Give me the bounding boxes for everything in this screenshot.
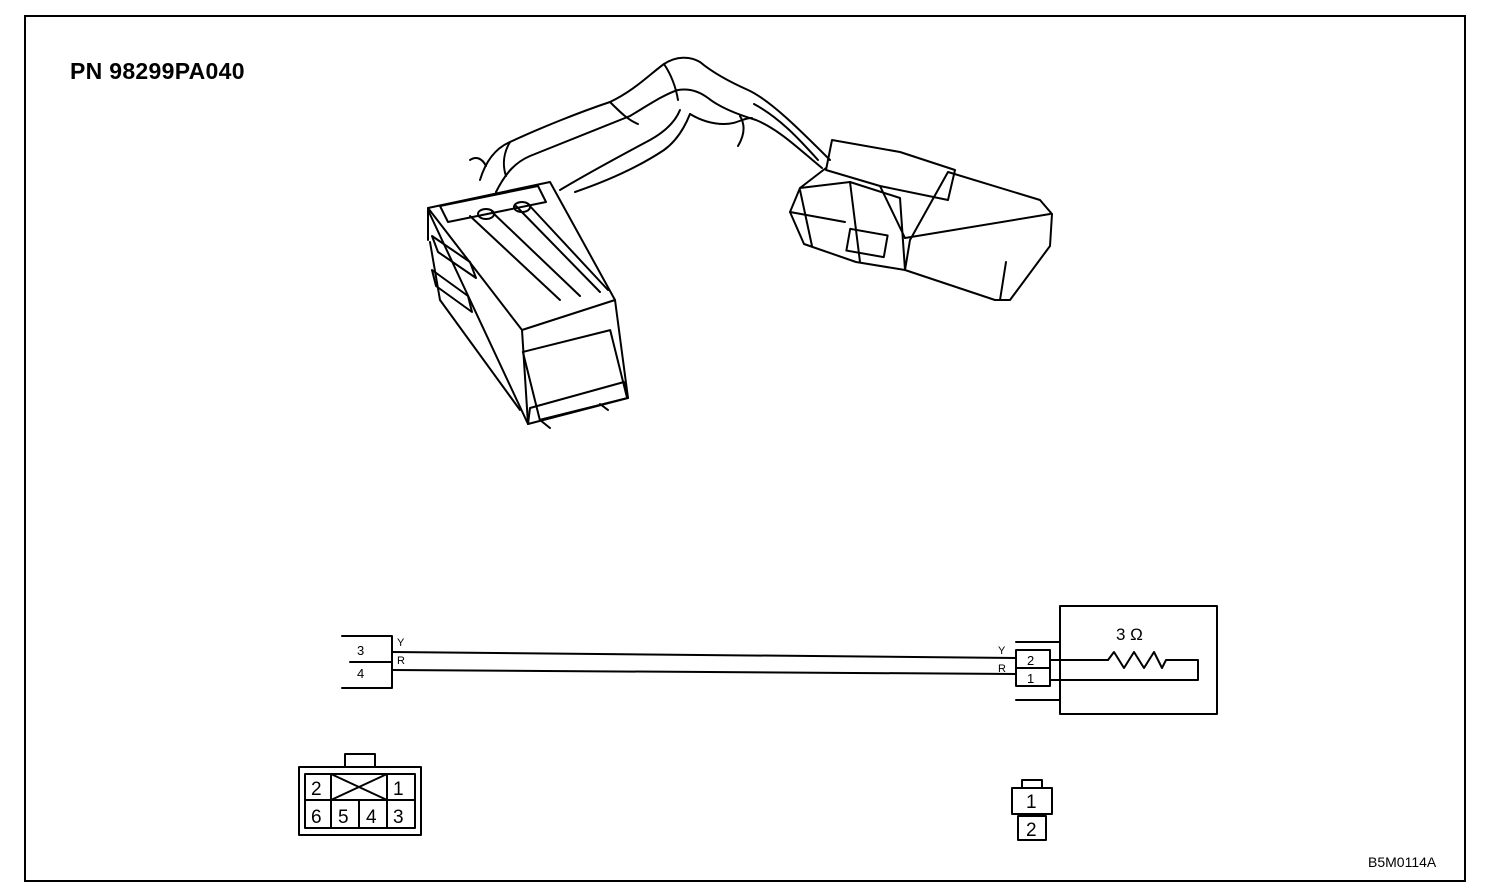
right-wire-color-y: Y [998, 645, 1006, 657]
six-pin-face-pin-2: 2 [311, 779, 322, 800]
resistor-zigzag [1049, 651, 1199, 681]
part-number-label: PN 98299PA040 [70, 58, 245, 84]
two-pin-connector-body [789, 139, 1053, 301]
right-pin-1: 1 [1027, 671, 1034, 686]
six-pin-face-pin-4: 4 [366, 807, 377, 828]
six-pin-face-outline [298, 753, 422, 836]
six-pin-face-pin-1: 1 [393, 779, 404, 800]
harness-illustration [427, 56, 1053, 429]
two-pin-face-pin-2: 2 [1026, 820, 1037, 841]
figure-code-label: B5M0114A [1368, 854, 1437, 870]
wiring-schematic [341, 605, 1218, 715]
six-pin-face-pin-3: 3 [393, 807, 404, 828]
resistor-value-label: 3 Ω [1116, 625, 1143, 644]
two-pin-face-pin-1: 1 [1026, 792, 1037, 813]
left-wire-color-y: Y [397, 637, 405, 649]
right-wire-color-r: R [998, 663, 1006, 675]
drawing-frame [24, 15, 1466, 882]
wire-bundle [469, 56, 831, 193]
left-wire-color-r: R [397, 655, 405, 667]
six-pin-connector-body [427, 181, 629, 429]
left-pin-4: 4 [357, 666, 364, 681]
left-pin-3: 3 [357, 643, 364, 658]
six-pin-face-pin-5: 5 [338, 807, 349, 828]
two-pin-face-outline [1011, 779, 1053, 841]
six-pin-face-pin-6: 6 [311, 807, 322, 828]
wire-yellow [391, 651, 1017, 659]
wire-red [391, 669, 1017, 675]
right-pin-2: 2 [1027, 653, 1034, 668]
